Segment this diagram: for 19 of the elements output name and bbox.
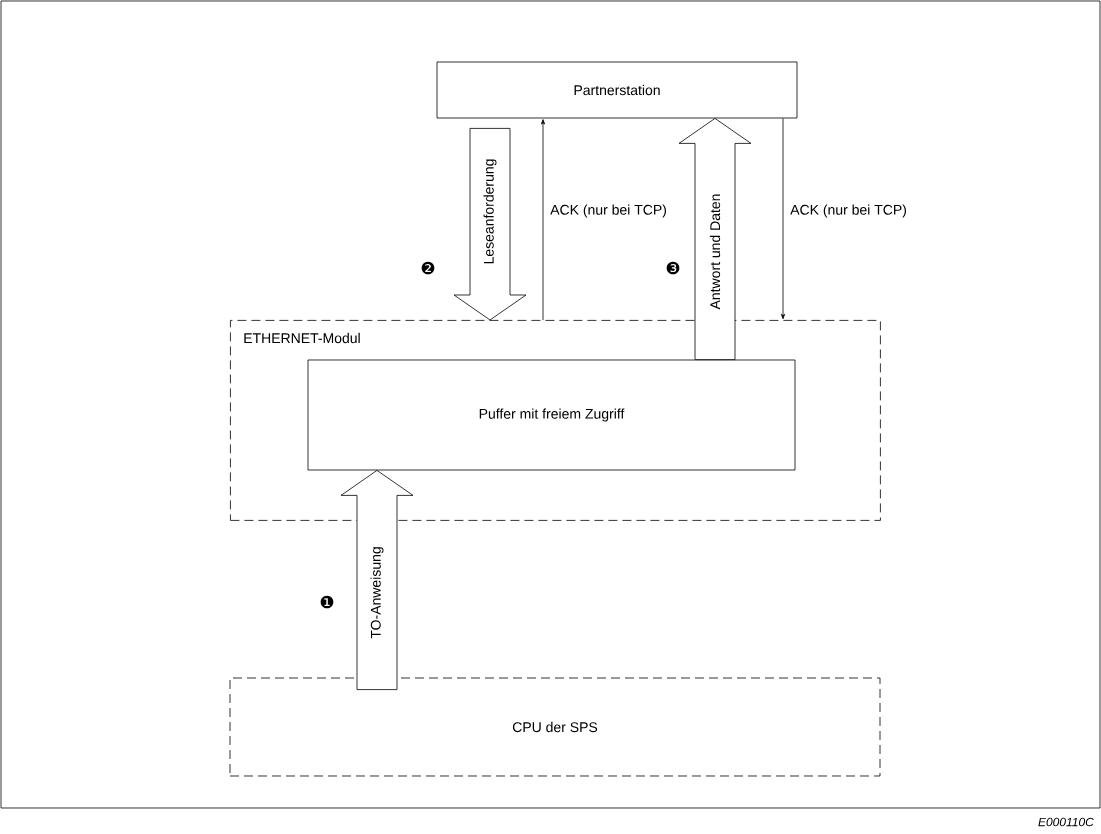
figure-code: E000110C <box>1038 817 1094 827</box>
edge-label: ACK (nur bei TCP) <box>790 204 906 218</box>
dashed-box <box>230 320 881 521</box>
arrow <box>781 118 785 320</box>
edge-label: TO-Anweisung <box>370 547 384 639</box>
edge-label: Leseanforderung <box>483 159 497 264</box>
block-arrow <box>453 128 527 321</box>
step-number: ❷ <box>421 261 435 275</box>
edge-label: Antwort und Daten <box>709 194 721 310</box>
box: Puffer mit freiem Zugriff <box>307 359 796 471</box>
arrow <box>541 119 545 321</box>
box: Partnerstation <box>436 61 798 119</box>
step-number: ❶ <box>320 595 334 609</box>
block-arrow <box>678 118 752 360</box>
box-heading: ETHERNET-Modul <box>244 332 360 344</box>
edge-label: ACK (nur bei TCP) <box>550 204 666 218</box>
block-arrow <box>340 470 414 690</box>
dashed-box: CPU der SPS <box>229 677 881 777</box>
step-number: ❸ <box>666 261 680 275</box>
